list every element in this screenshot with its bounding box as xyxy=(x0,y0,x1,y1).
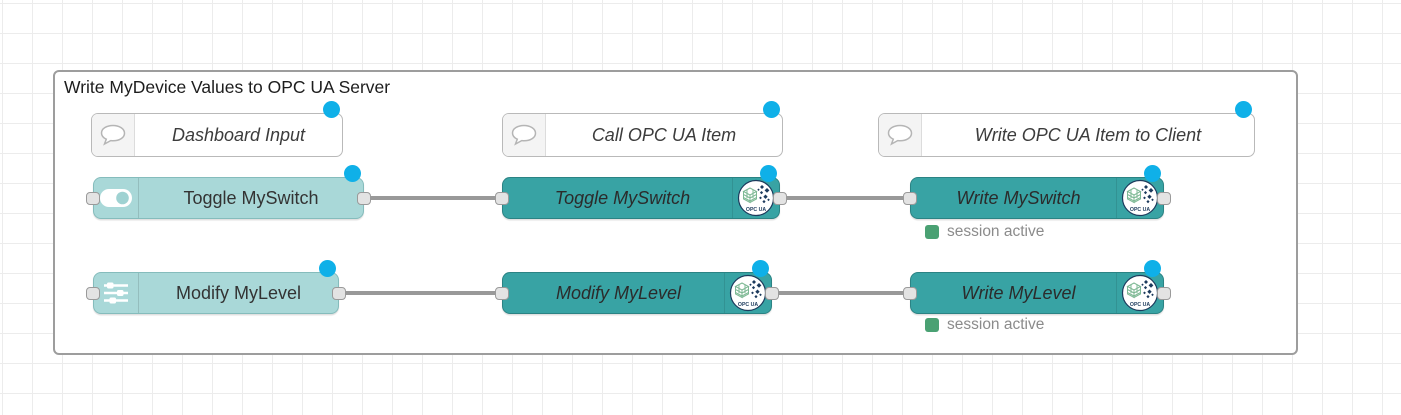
wire[interactable] xyxy=(339,291,504,295)
node-toggle-myswitch-ui[interactable]: Toggle MySwitch xyxy=(86,165,371,219)
comment-label: Call OPC UA Item xyxy=(591,124,737,145)
node-label: Write MySwitch xyxy=(956,187,1081,208)
status-write-myswitch: session active xyxy=(925,223,1045,240)
output-port[interactable] xyxy=(1157,192,1171,205)
node-label: Toggle MySwitch xyxy=(183,187,319,208)
opcua-logo-icon: OPC UA xyxy=(737,179,775,217)
wire[interactable] xyxy=(364,196,504,200)
wire[interactable] xyxy=(772,291,912,295)
changed-indicator xyxy=(319,260,336,277)
changed-indicator xyxy=(344,165,361,182)
output-port[interactable] xyxy=(332,287,346,300)
comment-label: Write OPC UA Item to Client xyxy=(974,124,1202,145)
node-icon-region: OPC UA xyxy=(732,178,779,218)
node-toggle-myswitch-call[interactable]: Toggle MySwitch xyxy=(495,165,787,219)
opcua-logo-icon: OPC UA xyxy=(729,274,767,312)
output-port[interactable] xyxy=(773,192,787,205)
group-title: Write MyDevice Values to OPC UA Server xyxy=(64,77,391,97)
status-green-square xyxy=(925,318,939,332)
changed-indicator xyxy=(1144,165,1161,182)
changed-indicator xyxy=(1235,101,1252,118)
node-icon-region: OPC UA xyxy=(1116,273,1163,313)
speech-bubble-icon xyxy=(100,124,126,146)
node-modify-mylevel-ui[interactable]: Modify MyLevel xyxy=(86,260,346,314)
changed-indicator xyxy=(323,101,340,118)
node-modify-mylevel-call[interactable]: Modify MyLevel xyxy=(495,260,779,314)
node-label: Toggle MySwitch xyxy=(554,187,691,208)
svg-text:OPC UA: OPC UA xyxy=(746,207,766,213)
node-label: Modify MyLevel xyxy=(555,282,682,303)
speech-bubble-icon xyxy=(511,124,537,146)
changed-indicator xyxy=(1144,260,1161,277)
status-text: session active xyxy=(947,223,1045,240)
status-green-square xyxy=(925,225,939,239)
status-text: session active xyxy=(947,316,1045,333)
changed-indicator xyxy=(752,260,769,277)
sliders-icon xyxy=(104,282,128,304)
node-write-mylevel[interactable]: Write MyLevel xyxy=(903,260,1171,314)
changed-indicator xyxy=(763,101,780,118)
output-port[interactable] xyxy=(765,287,779,300)
comment-icon-region xyxy=(879,114,922,156)
comment-node-dashboard-input[interactable]: Dashboard Input xyxy=(91,101,343,157)
wire[interactable] xyxy=(780,196,912,200)
opcua-logo-icon: OPC UA xyxy=(1121,274,1159,312)
input-port[interactable] xyxy=(495,192,509,205)
comment-node-call-opcua-item[interactable]: Call OPC UA Item xyxy=(502,101,783,157)
svg-text:OPC UA: OPC UA xyxy=(1130,302,1150,308)
comment-label: Dashboard Input xyxy=(171,124,306,145)
status-write-mylevel: session active xyxy=(925,316,1045,333)
input-port[interactable] xyxy=(903,192,917,205)
svg-text:OPC UA: OPC UA xyxy=(1130,207,1150,213)
changed-indicator xyxy=(760,165,777,182)
opcua-logo-icon: OPC UA xyxy=(1121,179,1159,217)
node-icon-region: OPC UA xyxy=(1116,178,1163,218)
comment-icon-region xyxy=(503,114,546,156)
svg-text:OPC UA: OPC UA xyxy=(738,302,758,308)
node-write-myswitch[interactable]: Write MySwitch xyxy=(903,165,1171,219)
output-port[interactable] xyxy=(357,192,371,205)
node-icon-region xyxy=(94,178,139,218)
output-port[interactable] xyxy=(1157,287,1171,300)
toggle-switch-icon xyxy=(100,189,132,207)
input-port[interactable] xyxy=(495,287,509,300)
input-port[interactable] xyxy=(86,192,100,205)
comment-icon-region xyxy=(92,114,135,156)
speech-bubble-icon xyxy=(887,124,913,146)
node-label: Modify MyLevel xyxy=(175,282,302,303)
input-port[interactable] xyxy=(903,287,917,300)
node-label: Write MyLevel xyxy=(961,282,1076,303)
input-port[interactable] xyxy=(86,287,100,300)
comment-node-write-opcua-item-to-client[interactable]: Write OPC UA Item to Client xyxy=(878,101,1255,157)
node-icon-region xyxy=(94,273,139,313)
node-icon-region: OPC UA xyxy=(724,273,771,313)
